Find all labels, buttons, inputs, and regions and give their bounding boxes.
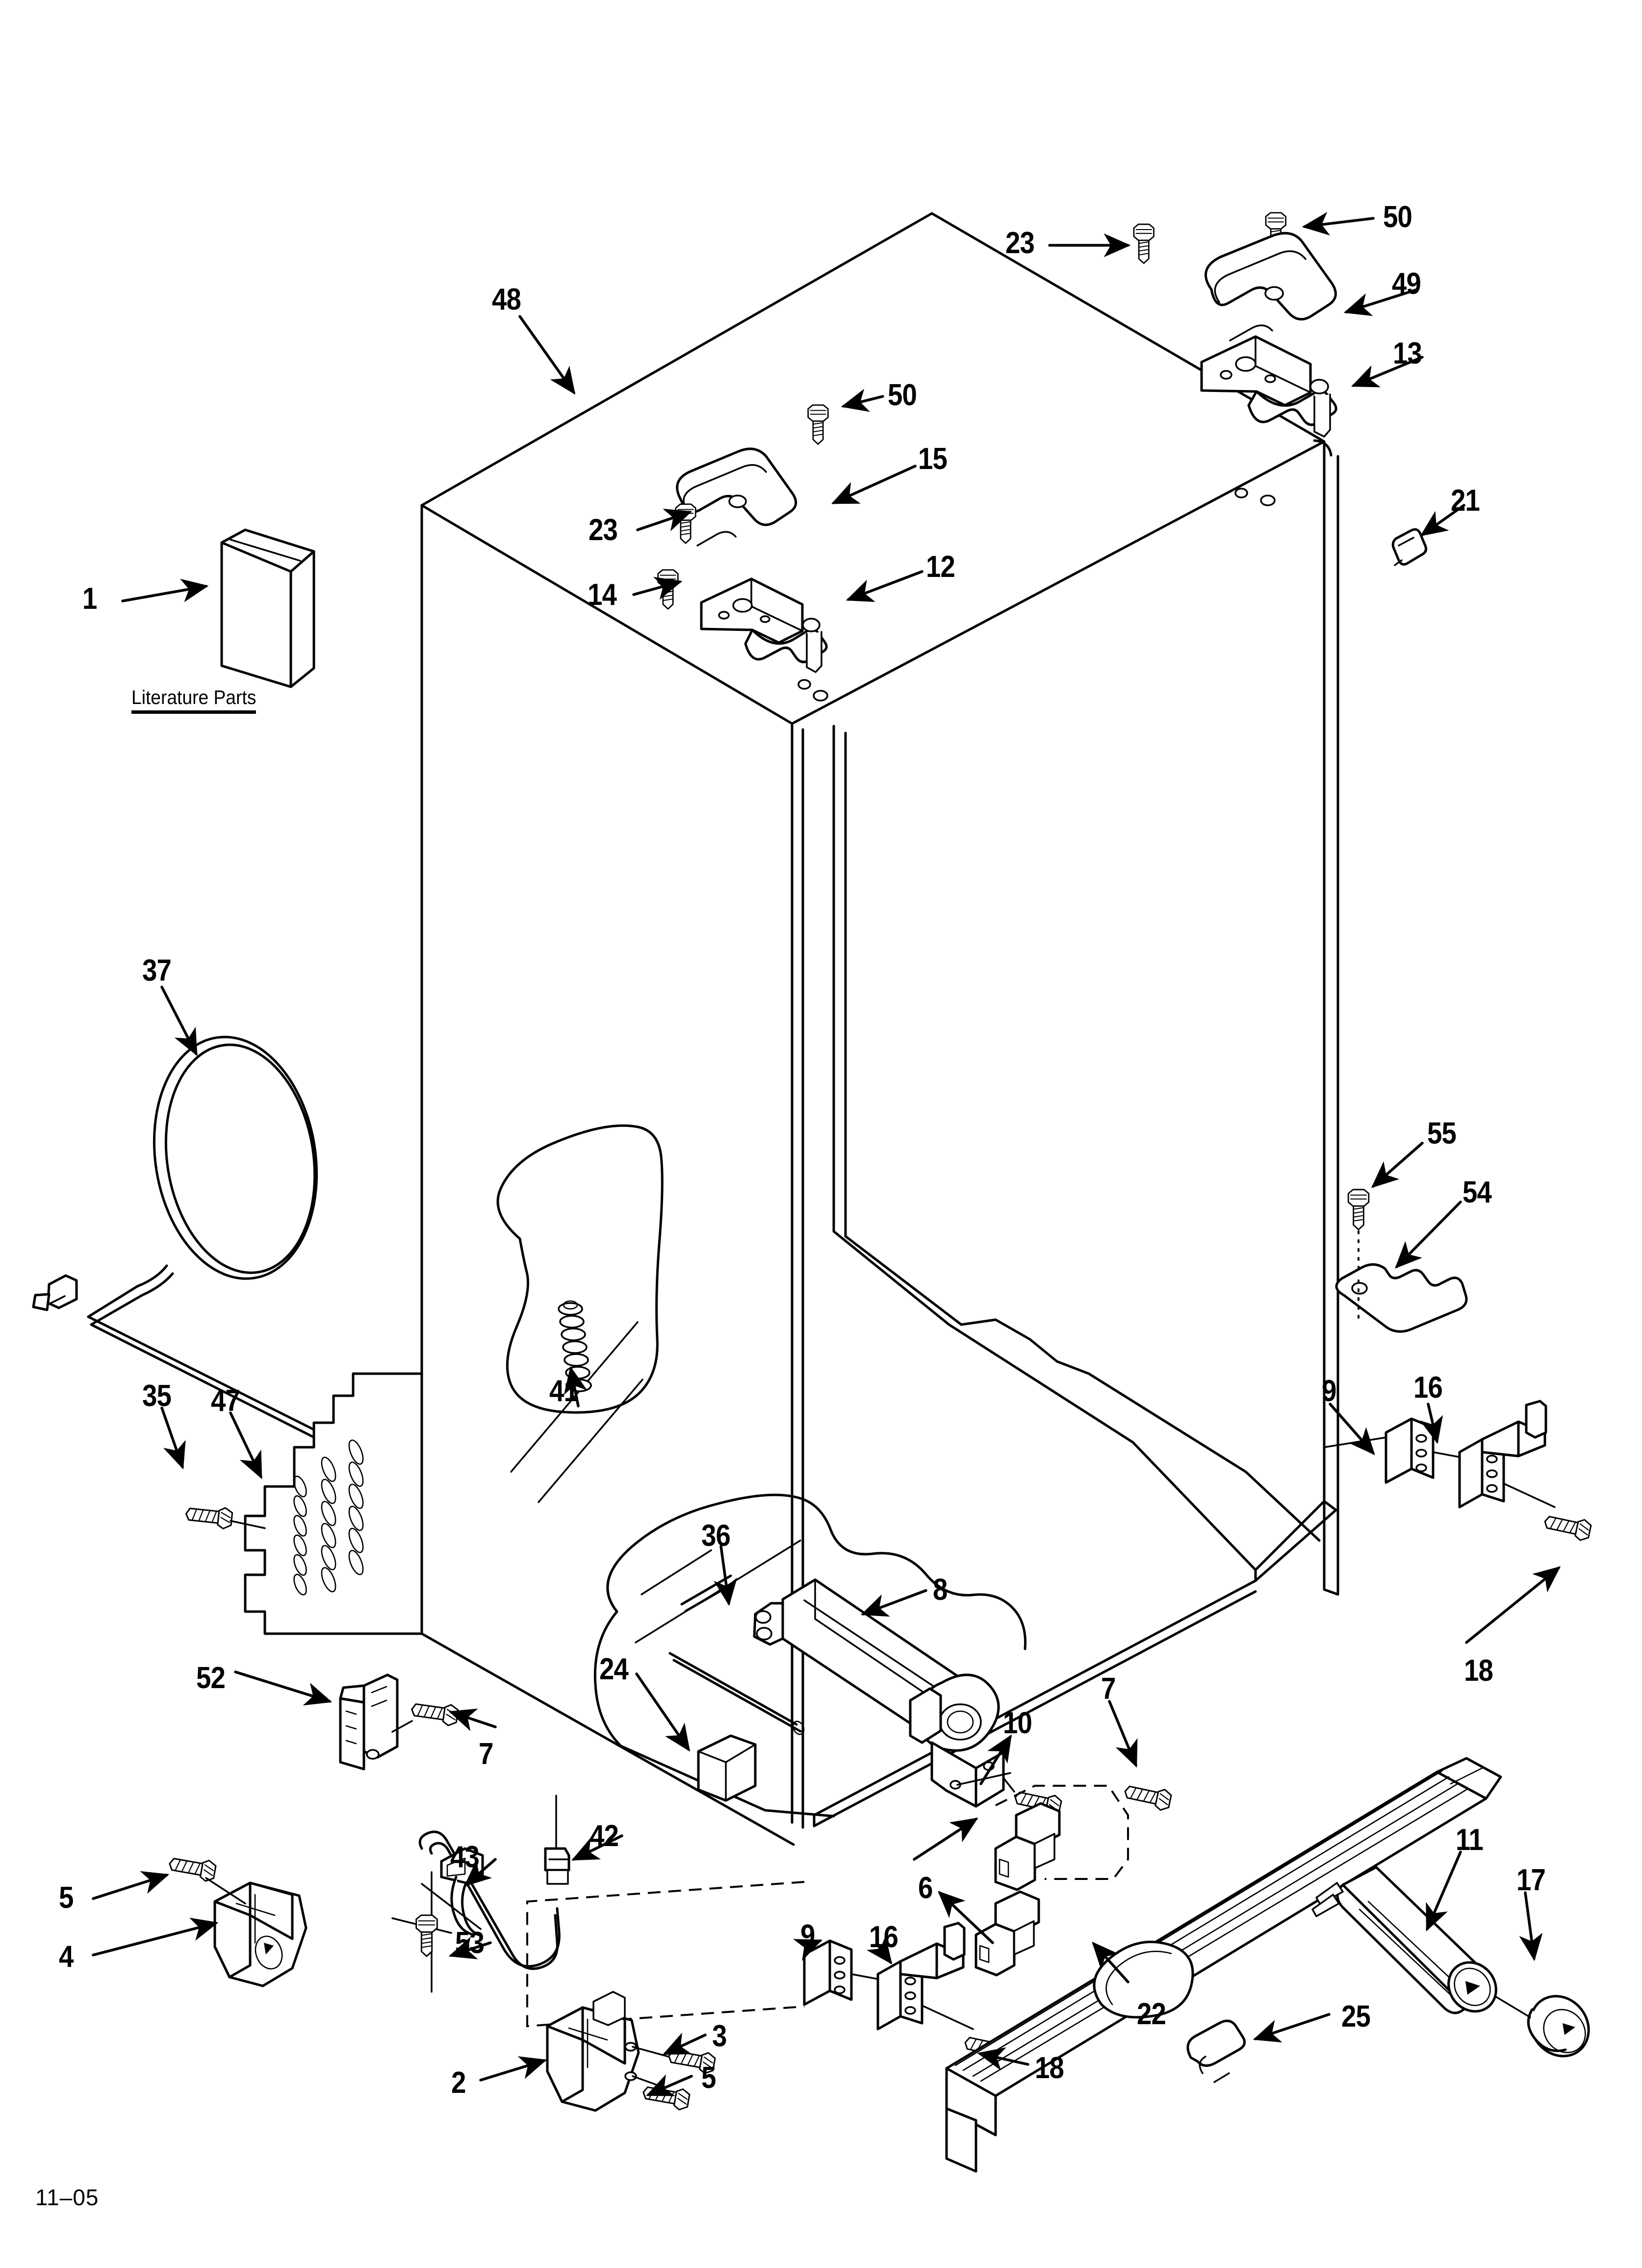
part-lower-rear-grille-47 bbox=[244, 1372, 423, 1635]
part-water-filter-cartridge-11 bbox=[1311, 1866, 1497, 2014]
callout-9-shim-plate: 9 bbox=[800, 1919, 815, 1953]
callout-23-screw: 23 bbox=[589, 513, 618, 547]
callout-7-screw: 7 bbox=[1101, 1672, 1116, 1706]
part-hinge-pin-plug-21 bbox=[1391, 528, 1427, 566]
callout-17-filter-cap: 17 bbox=[1516, 1863, 1546, 1897]
callout-43-tube-bracket: 43 bbox=[450, 1840, 480, 1874]
dashed-guide-lower bbox=[526, 1785, 1129, 2028]
callout-16-leveling-leg-bracket: 16 bbox=[1413, 1371, 1443, 1405]
callout-13-top-hinge-right: 13 bbox=[1393, 337, 1422, 370]
callout-9-shim-plate: 9 bbox=[1322, 1374, 1336, 1408]
callout-36-water-tubing: 36 bbox=[701, 1519, 731, 1553]
part-water-tube-coil-37 bbox=[32, 1036, 345, 1454]
callout-12-center-hinge: 12 bbox=[926, 550, 955, 584]
callout-14-screw: 14 bbox=[588, 578, 617, 612]
part-base-grille-clip-6-lower bbox=[975, 1890, 1040, 1977]
part-rear-roller-2 bbox=[546, 1991, 673, 2112]
callout-8-water-filter-housing: 8 bbox=[933, 1573, 948, 1607]
cutaway-left-panel bbox=[496, 1124, 664, 1503]
part-top-hinge-cover-49 bbox=[1204, 232, 1337, 341]
callout-3-screw: 3 bbox=[712, 2019, 727, 2053]
callout-42-water-tube-assembly: 42 bbox=[590, 1819, 619, 1853]
part-screw-53 bbox=[415, 1914, 438, 1957]
callout-52-ground-clip: 52 bbox=[196, 1661, 226, 1695]
callout-55-screw: 55 bbox=[1427, 1117, 1457, 1150]
cutaway-front-panel bbox=[593, 1493, 1026, 1818]
callout-53-screw: 53 bbox=[455, 1926, 485, 1960]
callout-21-hinge-pin-plug: 21 bbox=[1451, 484, 1480, 518]
literature-parts-label: Literature Parts bbox=[131, 687, 257, 714]
part-front-roller-4 bbox=[213, 1881, 308, 1987]
part-literature-pack bbox=[220, 528, 315, 688]
callout-6-base-grille-clip: 6 bbox=[918, 1871, 933, 1905]
callout-25-tube-clip: 25 bbox=[1341, 2000, 1371, 2033]
callout-2-rear-roller: 2 bbox=[451, 2066, 466, 2100]
part-tube-clip-25 bbox=[1186, 2019, 1246, 2083]
part-tube-bracket-43 bbox=[391, 1847, 484, 1993]
part-leveling-bracket-54 bbox=[1335, 1263, 1468, 1333]
callout-47-lower-rear-grille: 47 bbox=[211, 1384, 240, 1418]
callout-35-screw: 35 bbox=[142, 1379, 172, 1413]
leader-lines bbox=[92, 212, 1561, 2096]
part-screw-55 bbox=[1347, 1189, 1370, 1281]
callout-37-water-tube-coil: 37 bbox=[142, 954, 172, 988]
callout-5-screw: 5 bbox=[59, 1881, 74, 1915]
callout-16-leveling-leg-bracket: 16 bbox=[869, 1920, 898, 1954]
part-leveling-leg-bracket-16-lower bbox=[850, 1922, 974, 2031]
callout-18-screw: 18 bbox=[1464, 1654, 1493, 1688]
part-filter-cap-17 bbox=[1495, 1995, 1590, 2058]
callout-54-leveling-bracket: 54 bbox=[1462, 1175, 1492, 1209]
callout-49-top-hinge-cover-right: 49 bbox=[1392, 267, 1421, 301]
callout-23-screw: 23 bbox=[1005, 226, 1035, 260]
part-top-hinge-bracket-13 bbox=[1200, 335, 1337, 438]
part-water-filter-housing-8 bbox=[753, 1578, 1011, 1808]
callout-50-screw: 50 bbox=[1383, 200, 1412, 234]
part-shim-plate-9-upper bbox=[1323, 1417, 1435, 1484]
part-screw-14 bbox=[657, 569, 679, 610]
cabinet-body bbox=[420, 212, 1339, 1846]
callout-10-screw: 10 bbox=[1003, 1706, 1032, 1740]
callout-18-screw: 18 bbox=[1035, 2051, 1064, 2085]
part-screw-23-center bbox=[675, 503, 696, 544]
callout-7-screw: 7 bbox=[479, 1737, 493, 1771]
part-screw-35 bbox=[184, 1503, 266, 1530]
part-leveling-leg-bracket-16-upper bbox=[1432, 1400, 1556, 1509]
part-screw-18-upper bbox=[1542, 1511, 1593, 1543]
part-center-hinge-bracket-12 bbox=[700, 577, 828, 673]
part-screw-23-right bbox=[1133, 223, 1155, 264]
part-model-serial-label-24 bbox=[697, 1734, 757, 1802]
callout-4-front-roller: 4 bbox=[59, 1940, 74, 1974]
part-water-tube-assembly-42 bbox=[418, 1795, 570, 1970]
part-base-grille-clip-6-upper bbox=[994, 1802, 1061, 1891]
part-ground-clip-52 bbox=[339, 1673, 399, 1771]
part-screw-7-left bbox=[391, 1698, 460, 1733]
callout-15-center-hinge-cover: 15 bbox=[918, 442, 948, 476]
callout-11-water-filter-cartridge: 11 bbox=[1456, 1823, 1484, 1857]
callout-24-model-serial-label: 24 bbox=[599, 1652, 629, 1686]
part-center-hinge-cover-15 bbox=[676, 447, 797, 547]
part-screw-50-center bbox=[807, 404, 829, 445]
footer-date: 11–05 bbox=[35, 2185, 99, 2210]
callout-5-screw: 5 bbox=[701, 2061, 716, 2095]
part-screw-5-front bbox=[167, 1853, 246, 1904]
callout-48-cabinet: 48 bbox=[492, 283, 521, 316]
part-screw-7-right bbox=[1122, 1781, 1173, 1813]
callout-41-coil-spring: 41 bbox=[549, 1374, 579, 1408]
part-screw-10 bbox=[1002, 1777, 1063, 1819]
callout-1-literature-pack: 1 bbox=[82, 582, 97, 616]
callout-50-screw: 50 bbox=[888, 378, 917, 412]
callout-22-base-grille: 22 bbox=[1137, 1997, 1166, 2031]
